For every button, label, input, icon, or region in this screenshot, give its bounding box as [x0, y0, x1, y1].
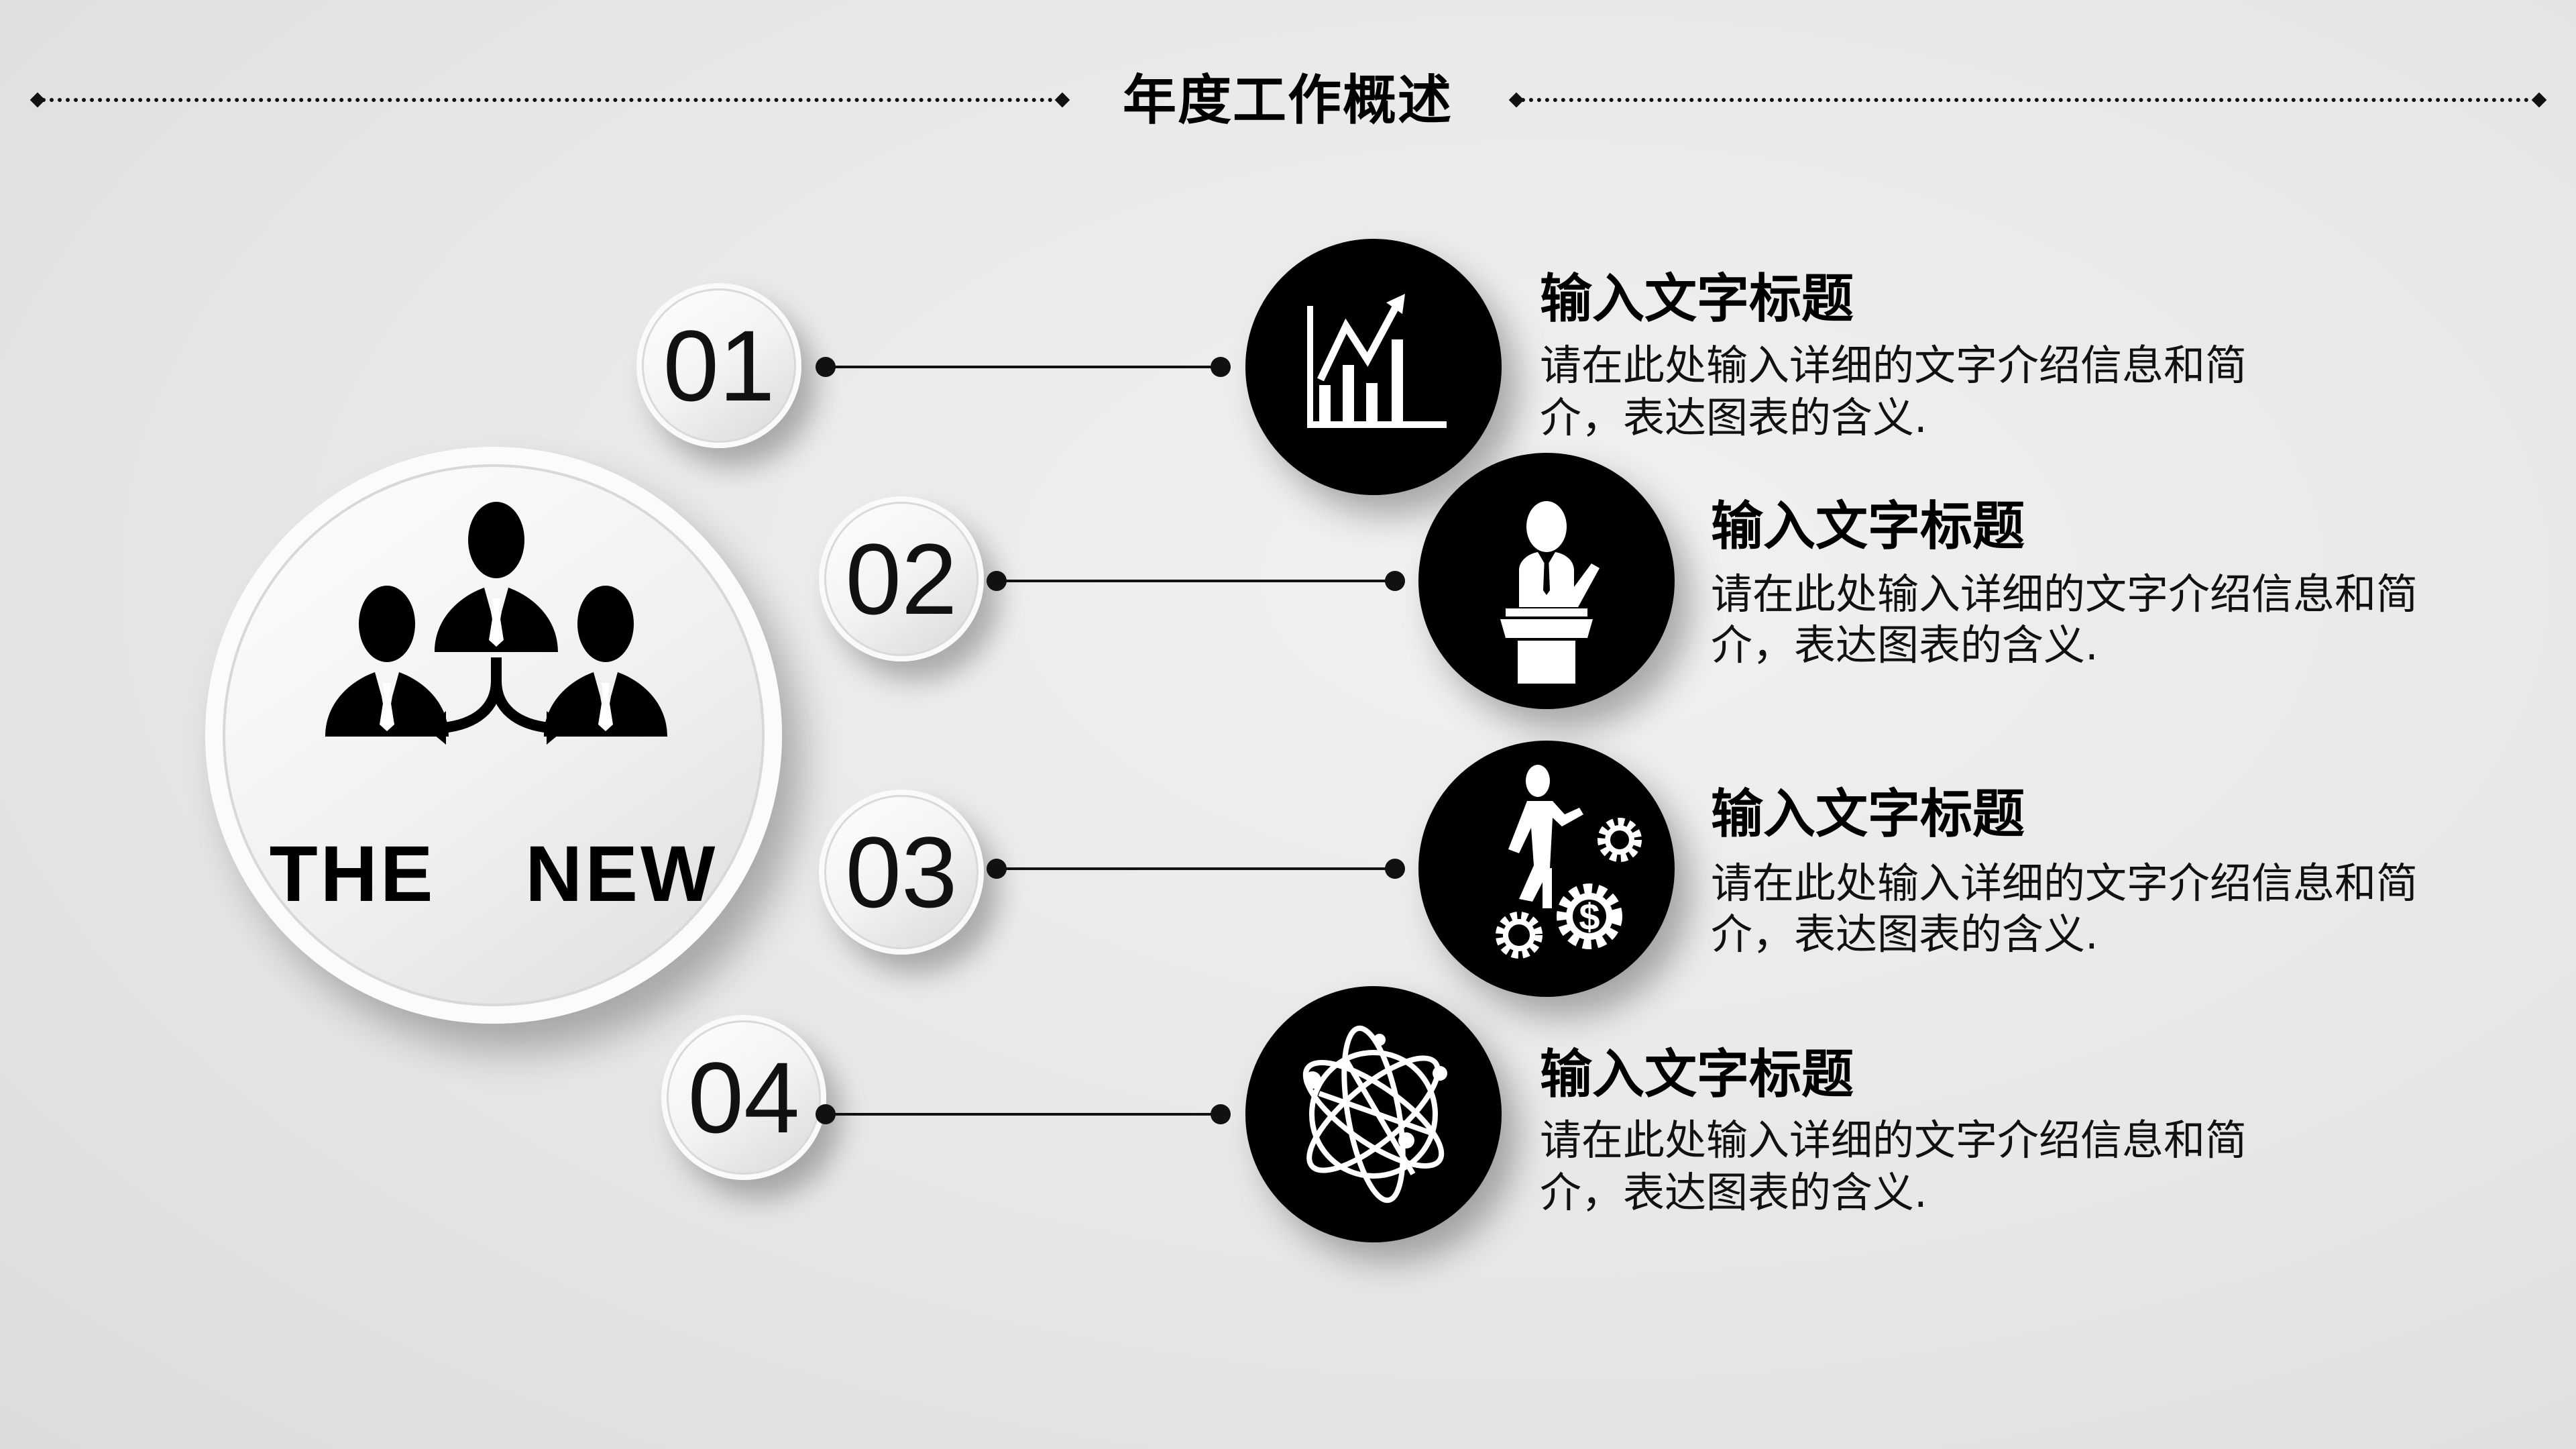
connector-line-03 — [997, 867, 1395, 870]
item-title-01: 输入文字标题 — [1540, 269, 1854, 329]
item-desc-line2-03: 介，表达图表的含义. — [1711, 910, 2098, 959]
connector-dot-end-01 — [1211, 357, 1231, 377]
connector-dot-end-02 — [1385, 571, 1405, 591]
step-number-03: 03 — [819, 790, 984, 955]
item-desc-line1-02: 请在此处输入详细的文字介绍信息和简 — [1711, 570, 2418, 619]
item-title-02: 输入文字标题 — [1711, 496, 2025, 557]
icon-circle-01 — [1245, 239, 1502, 495]
growth-chart-icon — [1307, 294, 1447, 428]
page-title: 年度工作概述 — [1123, 69, 1453, 131]
item-title-04: 输入文字标题 — [1540, 1044, 1854, 1105]
speaker-podium-icon — [1500, 501, 1600, 684]
item-desc-line2-01: 介，表达图表的含义. — [1540, 393, 1927, 442]
atom-globe-icon — [1302, 1025, 1447, 1203]
svg-text:$: $ — [1579, 896, 1600, 938]
left-line-end-diamond — [1054, 92, 1070, 108]
connector-line-02 — [997, 580, 1395, 582]
icon-circle-02 — [1418, 453, 1675, 709]
step-number-01: 01 — [636, 283, 801, 448]
icon-circle-03: $ — [1418, 741, 1675, 997]
center-label: THE NEW — [269, 830, 718, 918]
icon-circle-04 — [1245, 986, 1502, 1242]
item-desc-line1-01: 请在此处输入详细的文字介绍信息和简 — [1540, 341, 2247, 390]
connector-line-04 — [826, 1113, 1221, 1116]
item-desc-line1-03: 请在此处输入详细的文字介绍信息和简 — [1711, 859, 2418, 908]
item-desc-line2-02: 介，表达图表的含义. — [1711, 621, 2098, 669]
step-number-04: 04 — [661, 1015, 826, 1180]
item-desc-line2-04: 介，表达图表的含义. — [1540, 1168, 1927, 1217]
item-desc-line1-04: 请在此处输入详细的文字介绍信息和简 — [1540, 1116, 2247, 1165]
item-title-03: 输入文字标题 — [1711, 784, 2025, 845]
connector-line-01 — [826, 366, 1221, 368]
businessman-gears-icon: $ — [1496, 765, 1642, 959]
team-hierarchy-icon — [325, 502, 667, 745]
step-number-02: 02 — [819, 496, 984, 661]
header-left-dotted-line — [42, 98, 1061, 102]
header-right-dotted-line — [1521, 98, 2537, 102]
connector-dot-end-04 — [1211, 1104, 1231, 1124]
connector-dot-end-03 — [1385, 859, 1405, 879]
right-line-end-diamond — [2531, 92, 2547, 108]
